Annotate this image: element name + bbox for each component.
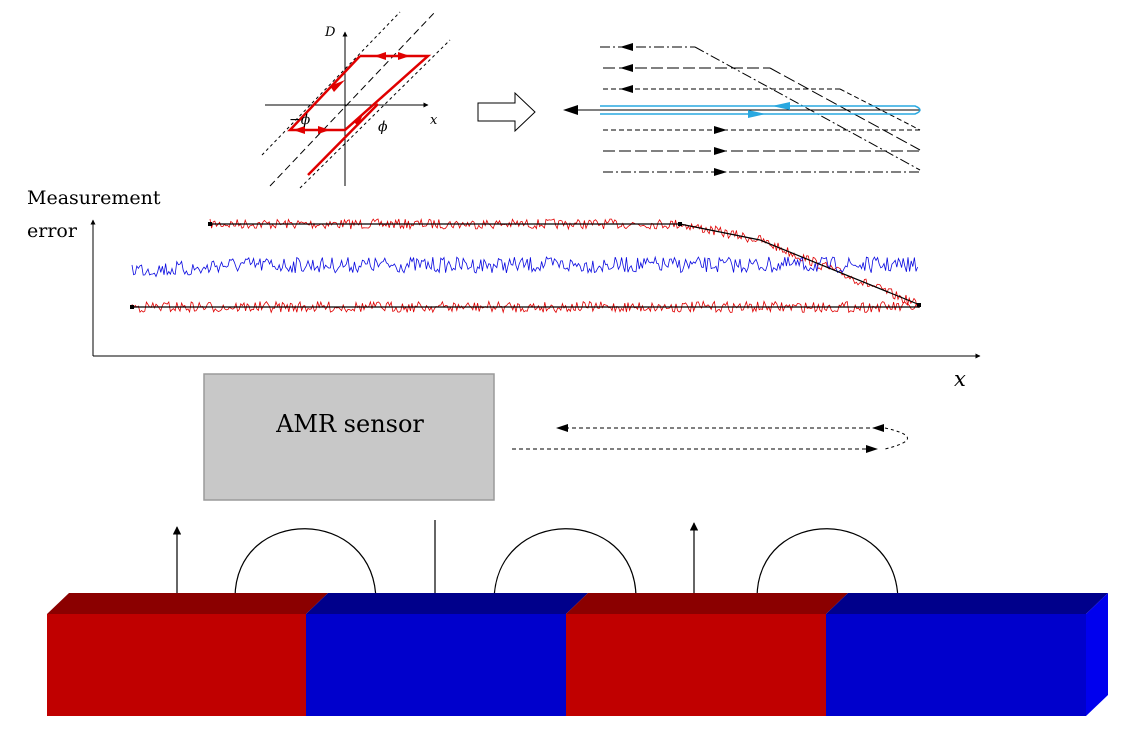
cyan-return-loop — [600, 105, 921, 115]
field-lines — [172, 520, 903, 605]
magnet-pole-red — [47, 614, 306, 716]
path-arrow — [714, 126, 727, 134]
path-line — [694, 46, 921, 171]
magnet-pole-blue — [306, 614, 566, 716]
scan-arrow-icon — [872, 424, 884, 432]
scan-turnaround — [884, 427, 908, 450]
amr-sensor-label: AMR sensor — [275, 410, 424, 438]
hysteresis-loop — [287, 54, 432, 176]
marker-dot — [130, 305, 134, 309]
path-arrow — [620, 43, 633, 51]
magnet-pole-blue — [826, 614, 1086, 716]
path-arrow — [714, 147, 727, 155]
magnet-top-face-blue — [826, 593, 1108, 614]
noise-trace-red-top — [209, 217, 919, 308]
transition-arrow-icon — [477, 91, 536, 133]
amr-sensor: AMR sensor — [203, 373, 495, 501]
hysteresis-guide-line — [269, 11, 436, 187]
marker-dot — [917, 303, 921, 307]
magnet-top-face-red — [47, 593, 328, 614]
magnet-side-face — [1086, 593, 1108, 716]
measurement-plot: Measurement error x — [27, 187, 981, 391]
plot-y-label-line2: error — [27, 220, 78, 242]
scan-arrow-icon — [556, 424, 568, 432]
path-arrow — [620, 64, 633, 72]
plot-y-label-line1: Measurement — [27, 187, 161, 209]
magnetic-scale — [47, 593, 1108, 716]
loop-arrow — [293, 126, 305, 134]
scan-arrow-icon — [866, 445, 878, 453]
loop-arrow — [330, 80, 345, 92]
cyan-arrow — [748, 110, 766, 118]
neg-phase-label: −ϕ — [289, 112, 311, 128]
magnet-pole-red — [566, 614, 826, 716]
path-line — [769, 67, 921, 151]
amr-sensor-box — [203, 373, 495, 501]
hysteresis-guide-line — [299, 39, 451, 189]
loop-arrow — [398, 52, 410, 60]
reference-line-top — [210, 223, 921, 306]
loop-arrow — [374, 52, 386, 60]
path-arrow — [620, 85, 633, 93]
field-arc — [489, 528, 637, 603]
hysteresis-y-axis-label: D — [324, 25, 336, 40]
magnet-top-face-red — [566, 593, 848, 614]
noise-trace-blue — [131, 255, 918, 278]
path-diagram — [570, 46, 921, 173]
plot-x-label: x — [954, 367, 966, 391]
field-arc — [756, 528, 903, 603]
hysteresis-diagram: D x −ϕ ϕ — [261, 11, 451, 189]
loop-arrow — [318, 126, 330, 134]
pos-phase-label: ϕ — [378, 119, 388, 135]
hysteresis-x-axis-label: x — [430, 113, 438, 128]
field-arc — [234, 528, 381, 603]
marker-dot — [678, 222, 682, 226]
magnet-top-face-blue — [306, 593, 588, 614]
cyan-arrow — [772, 102, 790, 110]
loop-arrow — [354, 112, 364, 126]
marker-dot — [208, 222, 212, 226]
scan-direction — [512, 427, 908, 450]
path-arrow — [563, 105, 578, 115]
path-arrow — [714, 168, 727, 176]
